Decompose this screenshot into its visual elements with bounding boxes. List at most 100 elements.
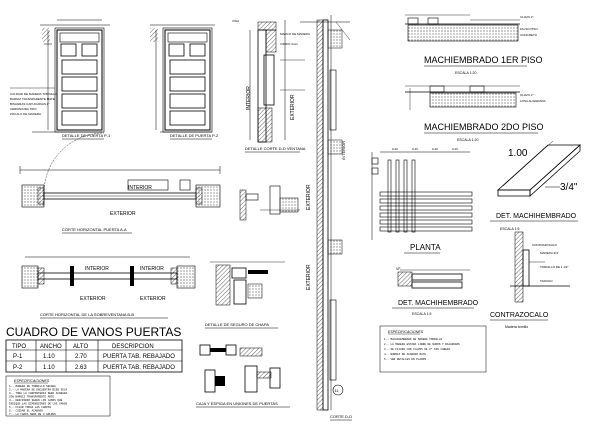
dim-100: 1.00: [508, 148, 528, 159]
svg-text:LOSA ALIGERADA: LOSA ALIGERADA: [520, 99, 546, 103]
vf-label: VF: [396, 267, 400, 271]
jamb-detail: [239, 185, 300, 221]
spec-line: 4.- BARNIZ DE ACABADO MATE: [384, 353, 426, 356]
mach-title-2: MACHIEMBRADO 2DO PISO: [424, 122, 544, 132]
mach-title-1: MACHIEMBRADO 1ER PISO: [424, 55, 543, 65]
svg-text:VIDRIO 4mm: VIDRIO 4mm: [280, 42, 298, 46]
det-mach-2: DET. MACHIHEMBRADO: [398, 300, 479, 307]
note-line: CON BARNIZ TRANSPARENTE MATE: [9, 396, 55, 399]
svg-text:CLAVO 2": CLAVO 2": [520, 93, 534, 97]
horizontal-a-caption: CORTE HORIZONTAL PUERTA A-A: [62, 227, 127, 232]
det-mach-1: DET. MACHIHEMBRADO: [496, 213, 577, 220]
cell-r1-ancho: 1.10: [43, 354, 55, 360]
svg-text:CONTRAZOCALO: CONTRAZOCALO: [532, 243, 558, 247]
svg-text:TARUGO: TARUGO: [540, 279, 553, 283]
door-schedule: CUADRO DE VANOS PUERTAS TIPO ANCHO ALTO …: [5, 325, 183, 373]
union-caption: CAJA Y ESPIGA EN UNIONES DE PUERTAS: [196, 401, 278, 406]
note-line: 4.- DESCRIBIR SEGUN LOS CASOS QUE: [9, 399, 63, 402]
spec-title: ESPECIFICACIONES: [388, 330, 424, 334]
exterior-vertical-1: EXTERIOR: [306, 184, 312, 210]
note-line: 2.- LA MADERA SE ENCUENTRA BIEN SECA: [9, 389, 67, 392]
spec-line: 2.- LA MADERA ESTARA LIBRE DE NUDOS Y RA…: [384, 343, 460, 346]
door-p2-elevation: DETALLE DE PUERTA P-2: [150, 24, 219, 140]
th-alto: ALTO: [73, 344, 88, 350]
th-descripcion: DESCRIPCION: [112, 344, 154, 350]
svg-text:FALSO PISO: FALSO PISO: [520, 27, 538, 31]
corte-caption: DETALLE CORTE D-D VENTANA: [245, 146, 306, 151]
chapa-caption: DETALLE DE SEGURO DE CHAPA: [205, 322, 269, 327]
madera-label: Madera tornillo: [505, 325, 528, 329]
scale-1-5: ESCALA 1:5: [412, 312, 432, 316]
corte-d-caption: CORTE D-D: [330, 414, 352, 419]
scale-1-5-b: ESCALA 1:5: [500, 227, 520, 231]
svg-text:TORNILLO DE 1 1/2": TORNILLO DE 1 1/2": [540, 265, 569, 269]
interior-label-b1: INTERIOR: [85, 266, 109, 272]
spec-line: 3.- SE FIJARA CON CLAVOS DE 2" SIN CABEZ…: [384, 347, 451, 351]
section-marker-number: 11: [335, 388, 340, 393]
table-title: CUADRO DE VANOS PUERTAS: [6, 325, 181, 339]
note-line: INDIQUE LAS DIMENSIONES DE LOS VANOS: [9, 403, 67, 406]
interior-vertical-label: INTERIOR: [246, 86, 252, 110]
spec-line: 5.- VER DETALLES EN PLANOS: [384, 358, 426, 361]
spec-box: ESPECIFICACIONES 1.- MACHIHEMBRADO DE MA…: [379, 325, 487, 373]
dim-34: 3/4": [560, 182, 578, 193]
note-line: 7.- LA CHAPA SERA DE 3 GOLPES: [9, 413, 56, 416]
lock-detail: DETALLE DE SEGURO DE CHAPA: [205, 261, 285, 329]
exterior-label-a: EXTERIOR: [110, 211, 136, 217]
door-p2-caption: DETALLE DE PUERTA P-2: [170, 133, 219, 138]
contrazocalo-title: CONTRAZOCALO: [490, 312, 549, 319]
baseboard-detail: ESCALA 1:5 CONTRAZOCALO MADERA 3/4" TORN…: [490, 227, 570, 329]
svg-text:0.40: 0.40: [412, 147, 418, 151]
scale-1-20-a: ESCALA 1:20: [455, 71, 476, 75]
tenon-joint-detail: CAJA Y ESPIGA EN UNIONES DE PUERTAS: [196, 344, 290, 408]
cell-r1-desc: PUERTA TAB. REBAJADO: [103, 354, 175, 360]
floorboards: [379, 191, 473, 232]
spec-line: 1.- MACHIHEMBRADO DE MADERA TORNILLO: [384, 338, 442, 341]
svg-text:0.40: 0.40: [432, 147, 438, 151]
vertical-section-dd: EXTERIOR EXTERIOR INTERIOR 11 CORTE D-D: [300, 15, 352, 421]
window-section-detail: MARCO DE MADERA VIDRIO 4mm VIGA INTERIOR…: [232, 19, 310, 153]
note-line: 6.- CUIDAR EL ACABADO: [9, 410, 43, 413]
section-marker: [332, 384, 344, 396]
svg-text:VIGA: VIGA: [232, 19, 239, 23]
cell-r1-tipo: P-1: [13, 354, 23, 360]
svg-text:CERRADURA TIPO: CERRADURA TIPO: [10, 107, 37, 111]
svg-text:CLAVO 2": CLAVO 2": [520, 15, 534, 19]
exterior-label-b1: EXTERIOR: [80, 296, 106, 302]
exterior-vertical-2: EXTERIOR: [306, 264, 312, 290]
exterior-label-b2: EXTERIOR: [140, 296, 166, 302]
svg-text:0.20: 0.20: [452, 147, 458, 151]
svg-text:CONCRETO: CONCRETO: [520, 33, 538, 37]
svg-text:CALIDAD DE MADERA TORNILLO: CALIDAD DE MADERA TORNILLO: [10, 92, 58, 96]
exterior-vertical-label: EXTERIOR: [290, 94, 296, 120]
horizontal-b-caption: CORTE HORIZONTAL DE LA SOBREVENTANA B-B: [40, 312, 134, 317]
svg-text:ZOCALO DE MADERA: ZOCALO DE MADERA: [10, 112, 41, 116]
planta-label: PLANTA: [410, 243, 441, 252]
interior-label-a: INTERIOR: [128, 185, 152, 191]
cell-r2-desc: PUERTA TAB. REBAJADO: [103, 365, 175, 371]
floor-1-section: CLAVO 2" FALSO PISO CONCRETO MACHIEMBRAD…: [405, 14, 543, 75]
cell-r2-ancho: 1.10: [43, 365, 55, 371]
board-isometric: 1.00 3/4" DET. MACHIHEMBRADO: [490, 140, 582, 222]
interior-label-b2: INTERIOR: [140, 266, 164, 272]
scale-1-20-b: ESCALA 1:20: [457, 138, 478, 142]
svg-text:BARNIZ TRANSPARENTE MATE: BARNIZ TRANSPARENTE MATE: [10, 97, 55, 101]
th-ancho: ANCHO: [40, 344, 62, 350]
horizontal-section-b: INTERIOR INTERIOR EXTERIOR EXTERIOR CORT…: [21, 256, 196, 319]
floor-plan: 0.20 0.40 0.40 0.20 PLANTA: [371, 147, 473, 254]
svg-text:BISAGRAS CAPUCHINAS 3": BISAGRAS CAPUCHINAS 3": [10, 102, 49, 106]
notes-box: ESPECIFICACIONES 1.- MADERA DE TORNILLO …: [5, 375, 111, 417]
th-tipo: TIPO: [12, 344, 26, 350]
cell-r2-alto: 2.63: [75, 365, 87, 371]
svg-text:MARCO DE MADERA: MARCO DE MADERA: [280, 32, 310, 36]
note-line: 1.- MADERA DE TORNILLO SECADA: [9, 385, 56, 388]
note-line: 3.- TODA LA CARPINTERIA SERA ACABADA: [9, 392, 67, 395]
horizontal-section-a: INTERIOR EXTERIOR CORTE HORIZONTAL PUERT…: [19, 132, 221, 234]
svg-text:0.20: 0.20: [392, 147, 398, 151]
floor-2-section: CLAVO 2" LOSA ALIGERADA MACHIEMBRADO 2DO…: [405, 85, 546, 142]
tongue-groove-detail: VF DET. MACHIHEMBRADO ESCALA 1:5: [392, 267, 479, 316]
door-p1-elevation: CALIDAD DE MADERA TORNILLO BARNIZ TRANSP…: [10, 19, 111, 140]
interior-vertical-d: INTERIOR: [341, 141, 346, 160]
